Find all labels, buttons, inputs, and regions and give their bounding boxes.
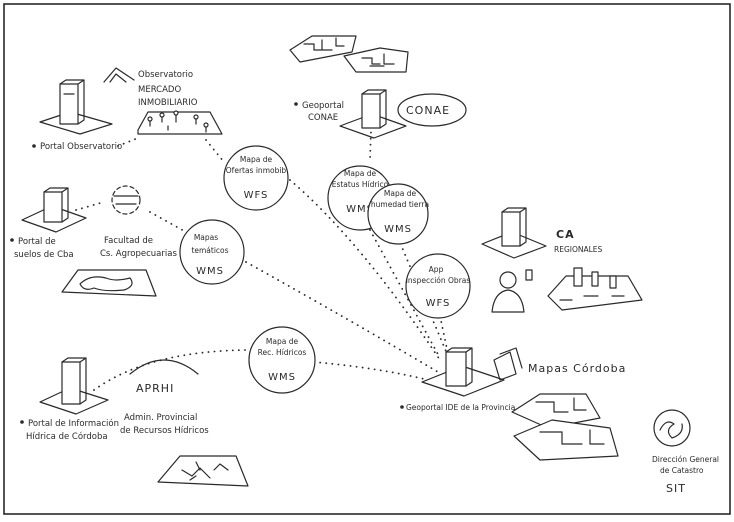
svg-text:WMS: WMS: [268, 372, 296, 383]
top-map-sheets: [289, 35, 409, 73]
connector-observatorio-map: [117, 137, 139, 147]
observatorio-title: Observatorio: [138, 70, 193, 80]
facultad-label-1: Facultad de: [104, 236, 153, 246]
suelos-server: [21, 187, 87, 233]
server-icon: [59, 83, 79, 125]
aprhi-arc: [129, 359, 199, 375]
svg-text:WMS: WMS: [346, 204, 374, 215]
svg-text:Mapa de: Mapa de: [266, 337, 299, 346]
page-border: [3, 3, 731, 515]
svg-text:Mapa de: Mapa de: [240, 155, 273, 164]
svg-text:App: App: [429, 265, 444, 274]
hidrica-server: [39, 357, 109, 415]
portal-observatorio-label: Portal Observatorio: [40, 142, 122, 152]
conae-logo-text: CONAE: [406, 104, 450, 117]
mapas-cordoba-icon: [493, 347, 523, 381]
service-app: App Inspección Obras WFS: [405, 253, 471, 319]
catastro-label-2: de Catastro: [660, 466, 704, 475]
svg-text:Rec. Hídricos: Rec. Hídricos: [258, 348, 307, 357]
compass-logo-icon: [653, 409, 691, 447]
svg-text:WMS: WMS: [384, 224, 412, 235]
soil-map-icon: [61, 269, 157, 297]
server-icon: [501, 211, 521, 247]
server-icon: [445, 351, 467, 387]
observatorio-logo-icon: [103, 67, 135, 83]
hidrica-label-2: Hídrica de Córdoba: [26, 431, 108, 442]
connector-facultad-tematicos: [149, 211, 187, 233]
connector-app-ide: [439, 315, 449, 355]
connector-estatus-ide: [369, 229, 441, 359]
aprhi-label-1: Admin. Provincial: [124, 413, 197, 423]
svg-text:Mapas: Mapas: [194, 233, 218, 242]
suelos-label-1: Portal de: [18, 237, 56, 247]
map-sheet-icon: [137, 110, 223, 135]
service-tematicos: Mapas temáticos WMS: [179, 219, 245, 285]
svg-text:humedad tierra: humedad tierra: [371, 200, 429, 209]
building-icon: [547, 267, 643, 311]
svg-text:WFS: WFS: [426, 298, 451, 309]
aprhi-label-2: de Recursos Hídricos: [120, 426, 209, 436]
connector-conae-estatus: [369, 101, 373, 161]
svg-text:WFS: WFS: [244, 190, 269, 201]
river-map-icon: [157, 455, 249, 487]
observatorio-subtitle-2: INMOBILIARIO: [138, 98, 198, 108]
catastro-sit: SIT: [666, 482, 686, 495]
connector-suelos-facultad: [75, 201, 105, 211]
conae-logo-oval: [397, 93, 467, 127]
svg-text:Ofertas inmobib: Ofertas inmobib: [226, 166, 287, 175]
conae-server: [339, 89, 407, 139]
svg-text:Inspección Obras: Inspección Obras: [406, 276, 471, 285]
aprhi-logo: APRHI: [136, 382, 174, 395]
suelos-label-2: suelos de Cba: [14, 250, 74, 260]
connection-lines: [75, 101, 449, 391]
service-humedad: Mapa de humedad tierra WMS: [367, 183, 429, 245]
ide-label: Geoportal IDE de la Provincia: [406, 403, 515, 412]
mapas-cordoba-label: Mapas Córdoba: [528, 362, 626, 375]
regional-server: [481, 207, 547, 259]
observatorio-subtitle-1: MERCADO: [138, 85, 181, 95]
server-icon: [43, 191, 63, 223]
cadastral-map-sheets: [511, 393, 619, 461]
svg-text:Estatus Hídrico: Estatus Hídrico: [332, 180, 389, 189]
observatorio-server: [39, 79, 113, 135]
facultad-label-2: Cs. Agropecuarias: [100, 249, 177, 259]
connector-map-ofertas: [205, 139, 225, 163]
hidrica-label-1: Portal de Información: [28, 418, 119, 429]
conae-geoportal-label: Geoportal: [302, 101, 344, 111]
server-icon: [61, 361, 81, 405]
svg-text:WMS: WMS: [196, 266, 224, 277]
service-hidricos: Mapa de Rec. Hídricos WMS: [248, 326, 316, 394]
svg-text:Mapa de: Mapa de: [384, 189, 417, 198]
catastro-label-1: Dirección General: [652, 455, 719, 464]
service-ofertas: Mapa de Ofertas inmobib WFS: [223, 145, 289, 211]
server-icon: [361, 93, 381, 129]
ide-server: [421, 347, 505, 397]
facultad-logo-icon: [111, 185, 141, 215]
conae-name: CONAE: [308, 113, 338, 123]
connector-tematicos-ide: [245, 261, 439, 373]
person-phone-icon: [491, 269, 533, 313]
regional-label: REGIONALES: [554, 245, 603, 254]
svg-text:temáticos: temáticos: [191, 246, 228, 255]
connector-ofertas-ide: [289, 179, 441, 361]
connector-hidricos-ide: [313, 361, 429, 381]
regional-logo: CA: [556, 228, 575, 241]
svg-text:Mapa de: Mapa de: [344, 169, 377, 178]
